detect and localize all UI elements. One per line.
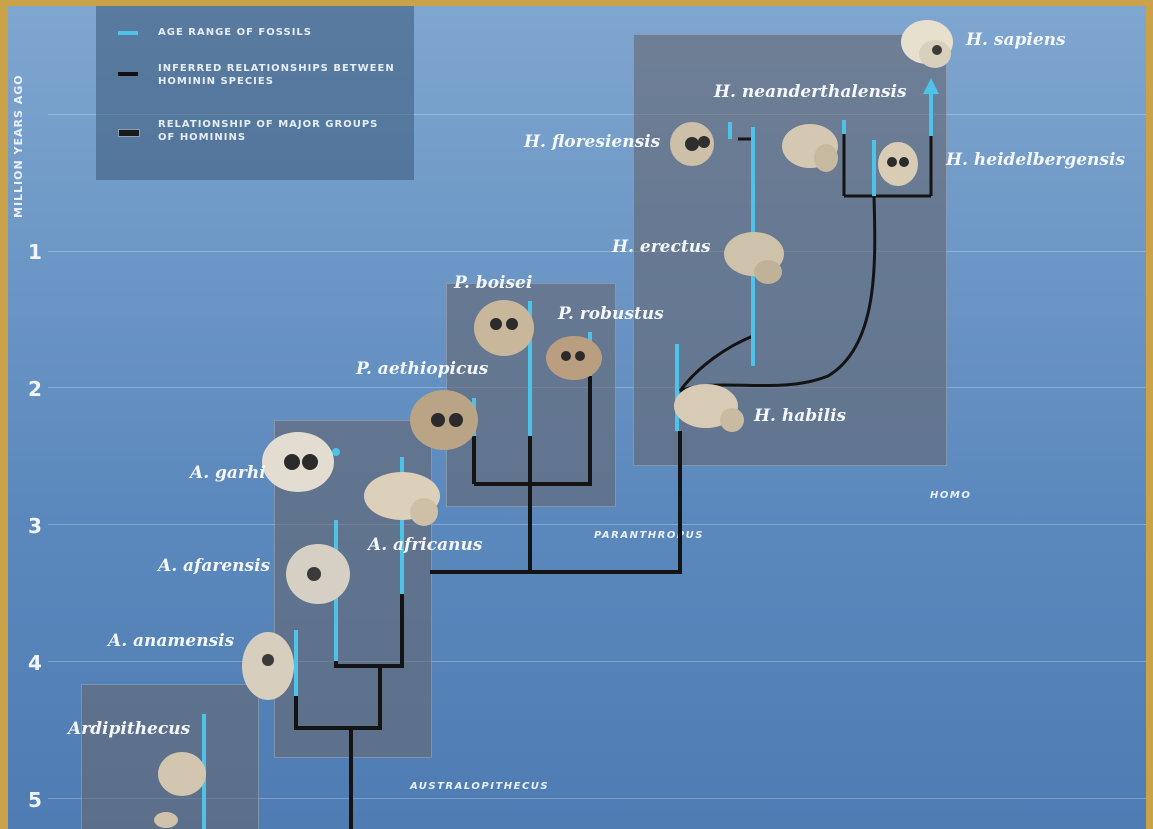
skull-sapiens-icon (901, 20, 953, 68)
label-h-neanderthalensis: H. neanderthalensis (714, 82, 907, 102)
label-h-sapiens: H. sapiens (966, 30, 1066, 50)
label-p-aethiopicus: P. aethiopicus (356, 359, 488, 379)
anamensis-branch (296, 696, 351, 728)
label-p-boisei: P. boisei (454, 273, 532, 293)
chart-frame: MILLION YEARS AGO 1 2 3 4 5 AGE RANGE OF… (8, 6, 1146, 829)
label-p-robustus: P. robustus (558, 304, 664, 324)
skull-floresiensis-icon (670, 122, 714, 166)
phylogeny-tree (8, 6, 1146, 829)
afarensis-branch (336, 661, 380, 666)
label-a-africanus: A. africanus (368, 535, 482, 555)
skull-neanderthalensis-icon (782, 124, 838, 172)
erectus-branch (680, 336, 753, 391)
label-ardipithecus: Ardipithecus (68, 719, 190, 739)
label-a-afarensis: A. afarensis (158, 556, 270, 576)
label-a-garhi: A. garhi (190, 463, 266, 483)
skull-habilis-icon (674, 384, 744, 432)
floresiensis-branch (738, 139, 753, 144)
label-a-anamensis: A. anamensis (108, 631, 234, 651)
label-h-erectus: H. erectus (612, 237, 711, 257)
skull-robustus-icon (546, 336, 602, 380)
skull-anamensis-icon (242, 632, 294, 700)
skull-boisei-icon (474, 300, 534, 356)
sapiens-arrow (923, 78, 939, 94)
group-relationships (296, 376, 680, 829)
label-h-habilis: H. habilis (754, 406, 846, 426)
australopith-branch (351, 594, 402, 728)
skull-afarensis-icon (286, 544, 350, 604)
label-h-heidelbergensis: H. heidelbergensis (946, 150, 1125, 170)
label-h-floresiensis: H. floresiensis (524, 132, 660, 152)
skull-africanus-icon (364, 472, 440, 526)
skull-heidelbergensis-icon (878, 142, 918, 186)
range-garhi (332, 448, 340, 456)
skull-ardipithecus-icon (154, 752, 206, 828)
skull-aethiopicus-icon (410, 390, 478, 450)
skull-garhi-icon (262, 432, 334, 492)
